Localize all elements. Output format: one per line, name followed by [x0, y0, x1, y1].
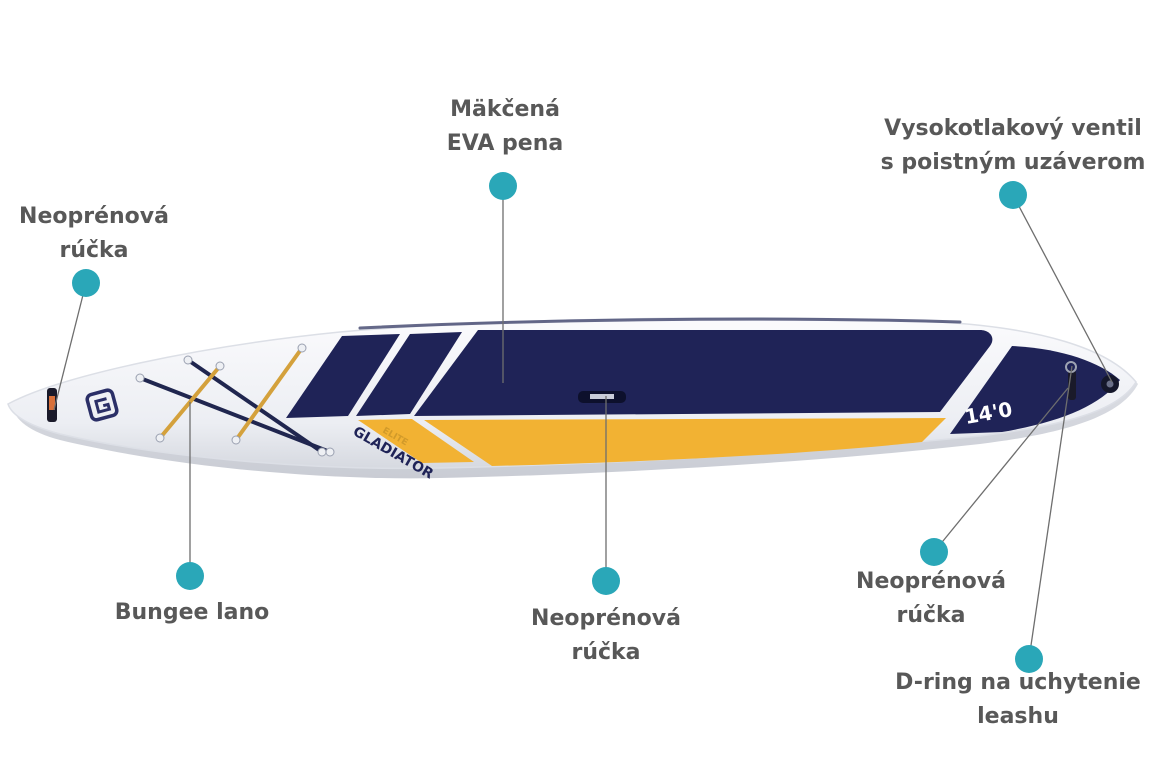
- label-center-handle-line2: rúčka: [571, 640, 641, 665]
- brand-logo-icon: [85, 388, 119, 422]
- main-navy-deck-pad: [414, 330, 993, 416]
- label-valve: Vysokotlakový ventil s poistným uzáverom: [872, 112, 1150, 180]
- label-eva-pad-line1: Mäkčená: [450, 97, 560, 122]
- label-center-handle-line1: Neoprénová: [531, 606, 681, 631]
- label-nose-handle: Neoprénová rúčka: [10, 200, 178, 268]
- label-d-ring: D-ring na uchytenie leashu: [890, 666, 1146, 734]
- leader-tail-handle: [933, 387, 1069, 553]
- label-eva-pad-line2: EVA pena: [446, 131, 564, 156]
- marker-d-ring: [1015, 645, 1043, 673]
- label-bungee-line1: Bungee lano: [114, 600, 270, 625]
- leader-lines: [53, 186, 1113, 660]
- marker-bungee: [176, 562, 204, 590]
- marker-valve: [999, 181, 1027, 209]
- label-tail-handle-line1: Neoprénová: [856, 569, 1006, 594]
- label-d-ring-line1: D-ring na uchytenie: [895, 670, 1141, 695]
- label-tail-handle: Neoprénová rúčka: [846, 565, 1016, 633]
- marker-eva: [489, 172, 517, 200]
- leader-d-ring: [1028, 365, 1073, 660]
- label-eva-pad: Mäkčená EVA pena: [430, 93, 580, 161]
- label-d-ring-line2: leashu: [977, 704, 1059, 729]
- label-bungee: Bungee lano: [98, 596, 286, 630]
- yellow-pad-main: [424, 418, 946, 466]
- label-tail-handle-line2: rúčka: [896, 603, 966, 628]
- callout-markers: [72, 172, 1043, 673]
- front-navy-pad-1: [286, 334, 400, 418]
- label-center-handle: Neoprénová rúčka: [522, 602, 690, 670]
- label-valve-line2: s poistným uzáverom: [880, 150, 1146, 175]
- marker-tail-handle: [920, 538, 948, 566]
- marker-center-handle: [592, 567, 620, 595]
- leader-valve: [1012, 194, 1113, 383]
- board-stringer-line: [358, 317, 962, 330]
- marker-nose-handle: [72, 269, 100, 297]
- label-valve-line1: Vysokotlakový ventil: [884, 116, 1142, 141]
- label-nose-handle-line2: rúčka: [59, 238, 129, 263]
- label-nose-handle-line1: Neoprénová: [19, 204, 169, 229]
- yellow-pad-small: [358, 419, 474, 463]
- front-navy-pad-2: [356, 332, 462, 416]
- sup-board: 14'0 GLADIATOR ELITE: [7, 317, 1138, 483]
- nose-navy-pad: [950, 346, 1120, 434]
- leader-nose-handle: [53, 282, 87, 411]
